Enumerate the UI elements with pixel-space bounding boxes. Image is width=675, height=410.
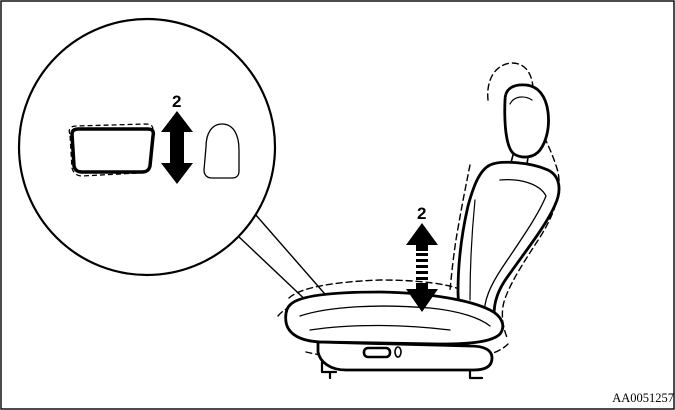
seat-arrow-bar <box>416 283 428 289</box>
seat-arrow-bar <box>416 271 428 274</box>
seat-arrow-bar <box>416 277 428 280</box>
seat-arrow-bar <box>416 259 428 262</box>
headrest <box>505 85 549 157</box>
switch-knob <box>72 129 153 172</box>
figure-code: AA0051257 <box>612 391 674 405</box>
seat-arrow-bar <box>416 245 428 251</box>
seat-side-trim <box>318 342 492 370</box>
seat-arrow-up-head <box>406 223 438 245</box>
inset-callout-label: 2 <box>172 92 181 111</box>
recline-switch-on-seat <box>395 347 401 357</box>
seat-arrow-bar <box>416 253 428 256</box>
seatback <box>458 162 559 326</box>
seat-callout-label: 2 <box>417 204 426 223</box>
seat-height-switch <box>364 348 390 357</box>
magnified-inset: 2 <box>19 19 352 342</box>
seat-arrow-bar <box>416 265 428 268</box>
recline-switch <box>204 124 239 178</box>
